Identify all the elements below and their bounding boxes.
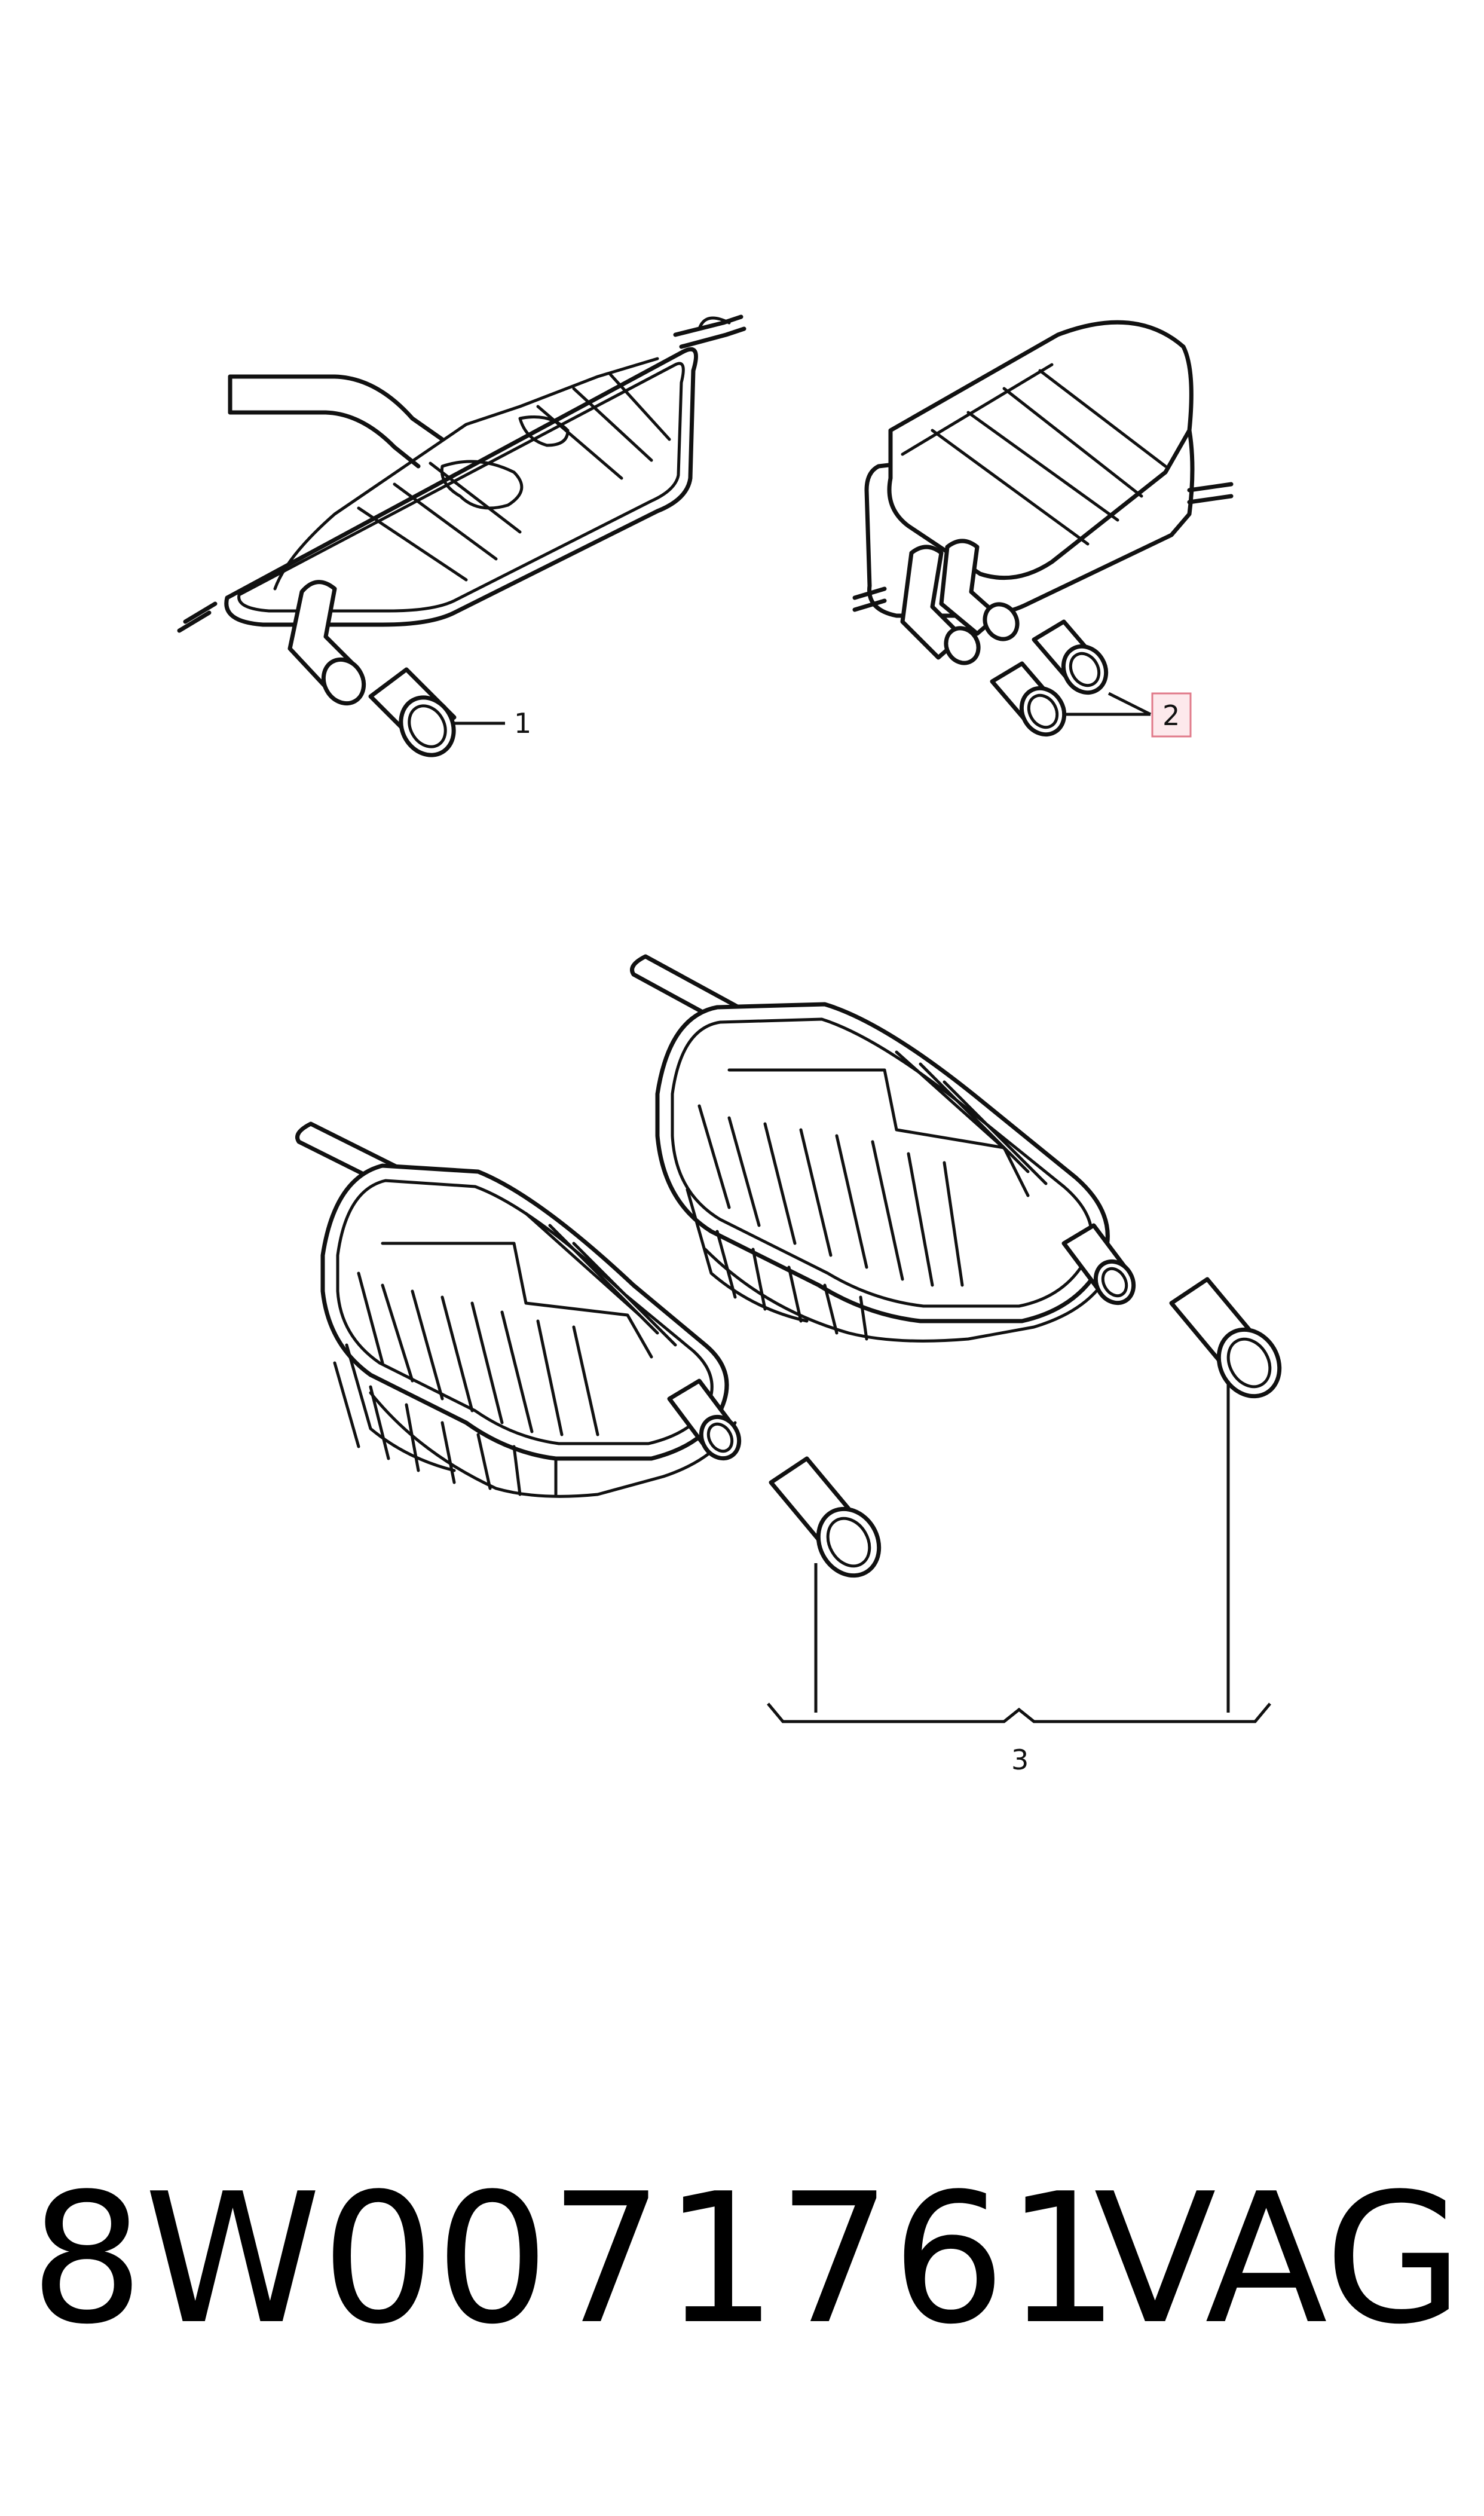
callout-2-label: 2 [1162,699,1180,732]
center-muffler-left [295,1121,742,1498]
tailpipe-sleeve-right [1169,1277,1282,1399]
center-muffler-right [630,954,1136,1343]
callout-2[interactable]: 2 [1064,692,1192,738]
rear-muffler-single-outlet [177,314,746,757]
part-number: 8W0071761 [30,2155,1120,2364]
callout-1-label: 1 [514,707,531,739]
tailpipe-sleeve-left [769,1456,882,1578]
callout-3[interactable]: 3 [767,1381,1271,1776]
callout-3-label: 3 [1011,1744,1029,1776]
callout-1[interactable]: 1 [454,707,531,739]
brand-name: VAG [1094,2155,1464,2364]
rear-muffler-dual-outlet [852,320,1234,737]
callout-2-highlight [1151,692,1192,738]
